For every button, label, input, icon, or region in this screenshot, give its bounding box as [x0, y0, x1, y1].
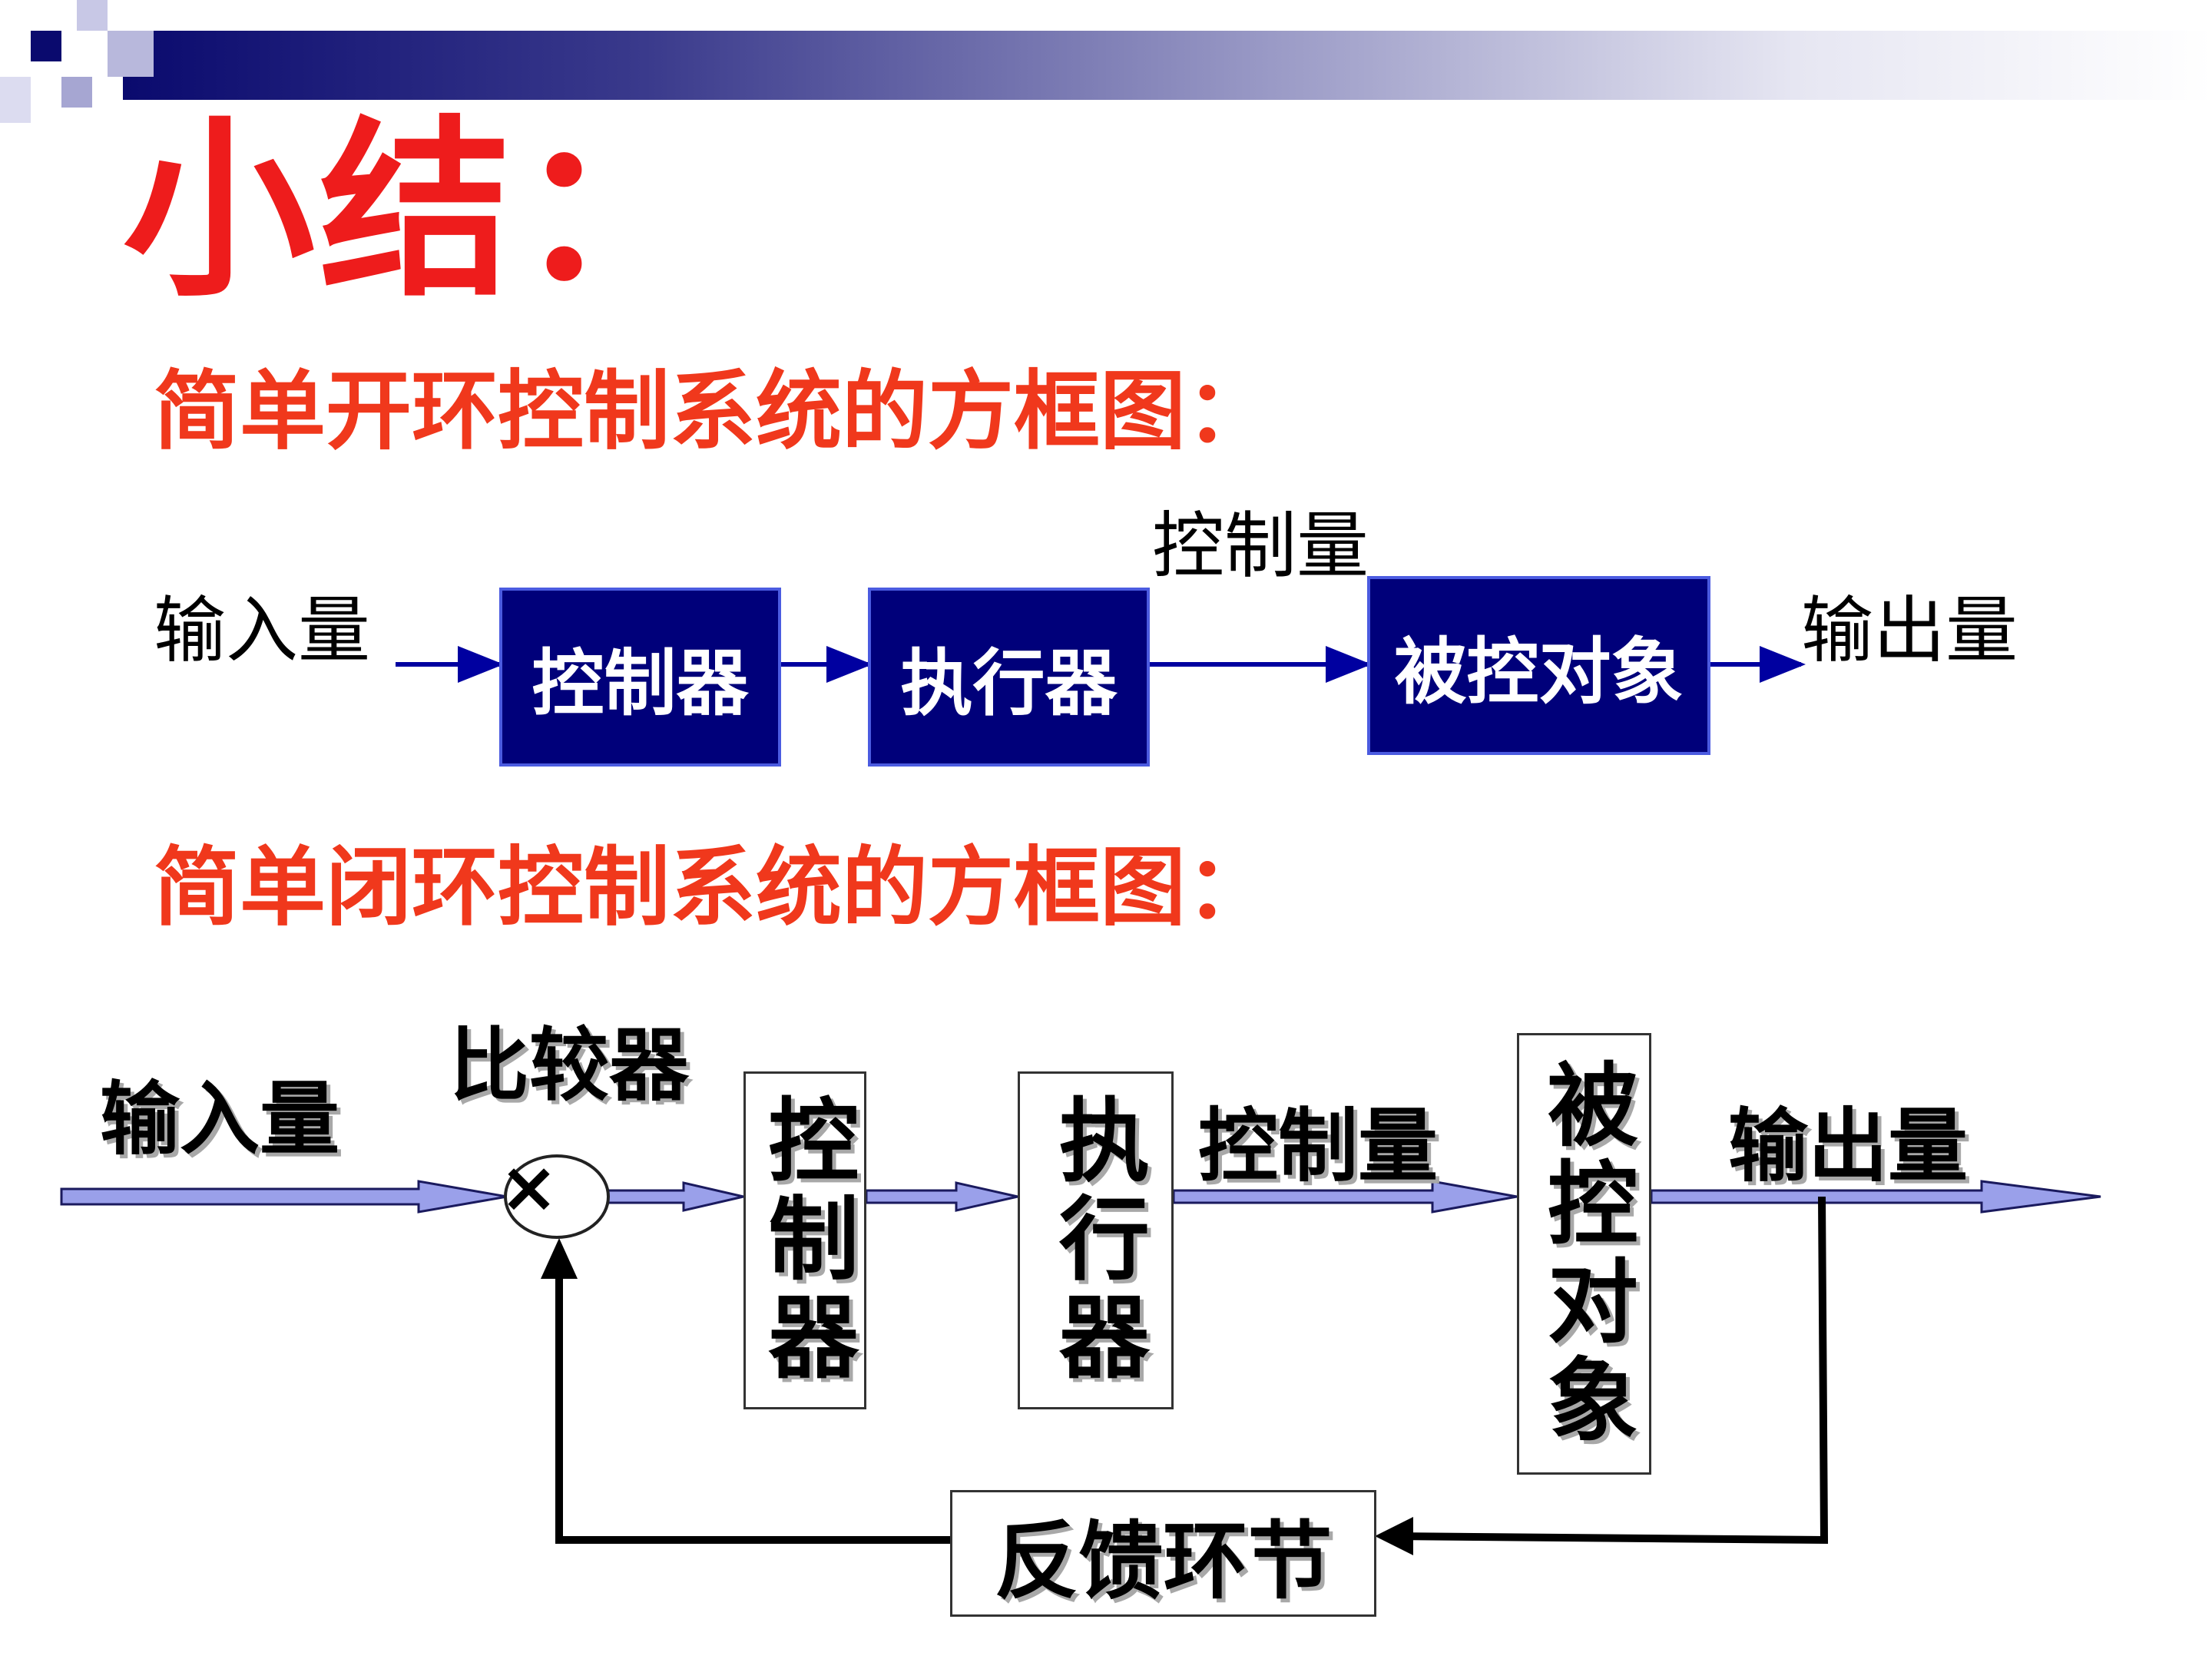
closed-actuator-block: 执行器: [1018, 1071, 1174, 1409]
closed-arrow-output: [1650, 1180, 2101, 1214]
open-control-label: 控制量: [1152, 505, 1369, 588]
feedback-block: 反馈环节: [950, 1490, 1376, 1617]
closed-input-label: 输入量: [100, 1072, 340, 1166]
open-plant-block: 被控对象: [1367, 576, 1710, 755]
closed-arrow-input: [60, 1180, 508, 1214]
header-square-light: [0, 77, 31, 123]
feedback-arrowhead: [1375, 1517, 1413, 1555]
open-actuator-text: 执行器: [900, 641, 1118, 726]
closed-loop-heading: 简单闭环控制系统的方框图：: [154, 838, 1272, 938]
header-square-light: [77, 0, 108, 31]
closed-arrow-comparator-controller: [607, 1181, 744, 1212]
closed-plant-text: 被控对象: [1532, 1057, 1638, 1451]
open-controller-text: 控制器: [531, 641, 749, 726]
open-actuator-block: 执行器: [868, 588, 1150, 767]
feedback-path-return: [555, 1267, 950, 1544]
header-gradient-band: [123, 31, 2212, 100]
header-square-dark: [31, 31, 61, 61]
closed-arrow-control: [1172, 1180, 1518, 1214]
open-controller-block: 控制器: [499, 588, 781, 767]
closed-controller-block: 控制器: [743, 1071, 866, 1409]
open-output-label: 输出量: [1801, 589, 2018, 673]
comparator-label: 比较器: [449, 1018, 690, 1112]
header-square-light: [61, 77, 92, 108]
feedback-text: 反馈环节: [994, 1512, 1333, 1611]
closed-output-label: 输出量: [1728, 1099, 1969, 1193]
comparator-circle: [504, 1154, 610, 1239]
closed-control-label: 控制量: [1198, 1099, 1439, 1193]
closed-plant-block: 被控对象: [1517, 1033, 1651, 1475]
closed-actuator-text: 执行器: [1043, 1093, 1150, 1388]
comparator-symbol: ×: [499, 1146, 559, 1228]
slide-title: 小结：: [123, 99, 713, 323]
open-input-label: 输入量: [154, 589, 371, 673]
comparator-arrowhead: [541, 1238, 578, 1279]
header-square-light: [108, 31, 154, 77]
feedback-path-output: [1389, 1196, 1829, 1545]
closed-arrow-controller-actuator: [865, 1181, 1018, 1212]
closed-controller-text: 控制器: [752, 1093, 859, 1388]
open-loop-heading: 简单开环控制系统的方框图：: [154, 362, 1272, 462]
open-plant-text: 被控对象: [1394, 630, 1684, 714]
